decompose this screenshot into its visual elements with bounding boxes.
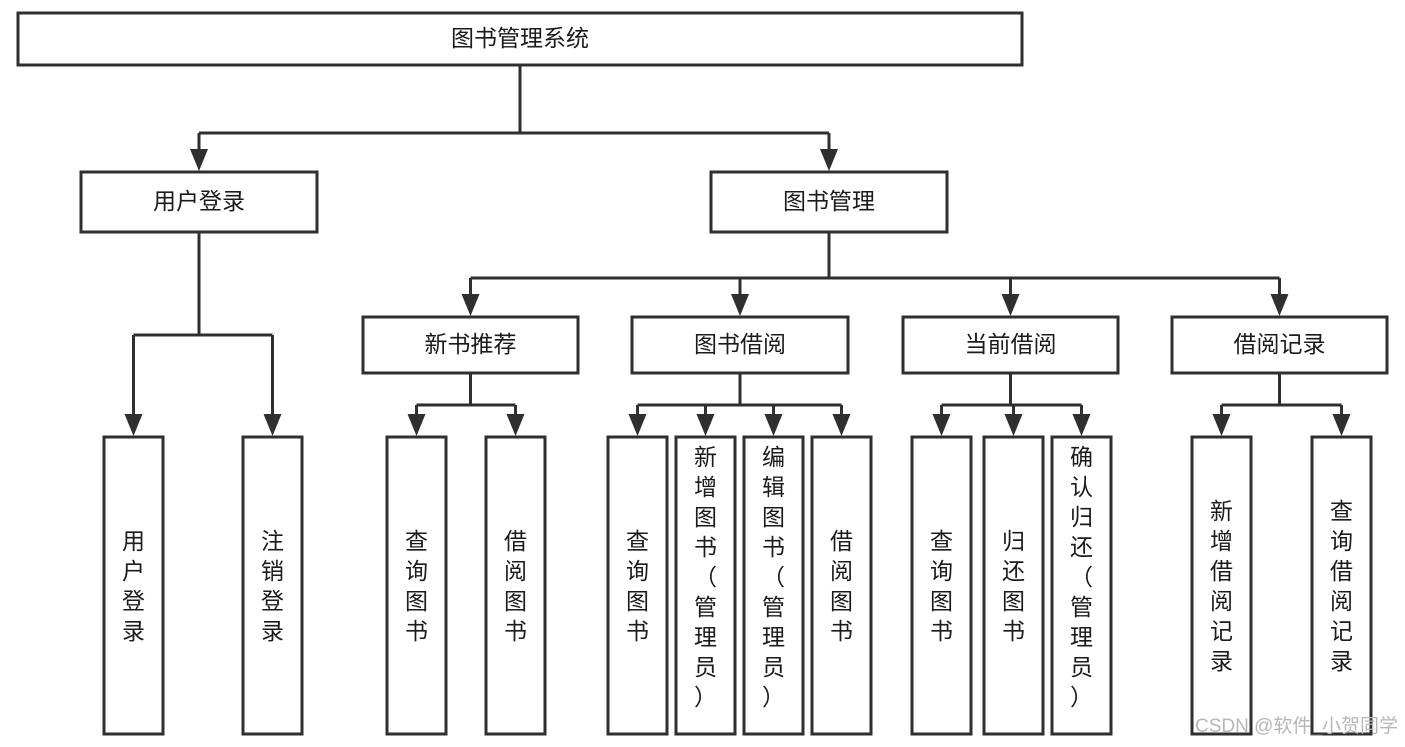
arrow-head-icon <box>764 414 783 436</box>
node-box-rect <box>674 435 737 736</box>
node-user-login[interactable]: 用户登录 <box>79 170 319 234</box>
arrow-head-icon <box>506 414 525 436</box>
node-box-rect <box>484 435 547 736</box>
node-box-rect <box>606 435 669 736</box>
node-label: 新书推荐 <box>425 331 517 357</box>
node-label: 注销登录 <box>261 528 284 644</box>
arrow-head-icon <box>820 149 838 171</box>
arrow-head-icon <box>1270 294 1289 316</box>
node-leaf-logout[interactable]: 注销登录 <box>241 435 304 736</box>
nodes-layer: 图书管理系统用户登录图书管理新书推荐图书借阅当前借阅借阅记录用户登录注销登录查询… <box>16 11 1389 736</box>
csdn-watermark: CSDN @软件_小贺同学 <box>1195 715 1398 737</box>
node-label: 确认归还（管理员） <box>1070 444 1093 710</box>
node-box-rect <box>1050 435 1113 736</box>
node-current-borrow[interactable]: 当前借阅 <box>901 315 1120 375</box>
node-label: 查询图书 <box>626 528 649 644</box>
node-leaf-edit-book[interactable]: 编辑图书（管理员） <box>742 435 805 736</box>
arrow-head-icon <box>1212 414 1231 436</box>
node-box-rect <box>709 170 949 234</box>
arrow-head-icon <box>832 414 851 436</box>
node-label: 借阅图书 <box>504 528 527 644</box>
node-label: 新增图书（管理员） <box>694 444 717 710</box>
node-label: 归还图书 <box>1002 528 1025 644</box>
node-box-rect <box>901 315 1120 375</box>
arrow-head-icon <box>932 414 951 436</box>
node-label: 新增借阅记录 <box>1210 498 1233 674</box>
node-box-rect <box>630 315 850 375</box>
node-leaf-add-book[interactable]: 新增图书（管理员） <box>674 435 737 736</box>
node-leaf-return-book[interactable]: 归还图书 <box>982 435 1045 736</box>
node-label: 借阅记录 <box>1234 331 1326 357</box>
arrow-head-icon <box>731 294 749 316</box>
node-book-borrow[interactable]: 图书借阅 <box>630 315 850 375</box>
node-borrow-record[interactable]: 借阅记录 <box>1170 315 1389 375</box>
node-label: 借阅图书 <box>830 528 853 644</box>
node-label: 图书管理 <box>783 188 875 214</box>
node-leaf-query-book[interactable]: 查询图书 <box>606 435 669 736</box>
node-box-rect <box>385 435 448 736</box>
arrow-head-icon <box>263 414 282 436</box>
node-new-book-recommend[interactable]: 新书推荐 <box>361 315 580 375</box>
node-label: 图书管理系统 <box>451 25 589 51</box>
arrow-head-icon <box>696 414 715 436</box>
arrow-head-icon <box>1332 414 1351 436</box>
node-label: 编辑图书（管理员） <box>762 444 785 710</box>
arrow-head-icon <box>190 149 208 171</box>
node-box-rect <box>102 435 165 736</box>
arrow-head-icon <box>1072 414 1091 436</box>
node-box-rect <box>1310 435 1373 736</box>
arrow-head-icon <box>124 414 143 436</box>
node-root[interactable]: 图书管理系统 <box>16 11 1024 67</box>
node-box-rect <box>16 11 1024 67</box>
node-box-rect <box>742 435 805 736</box>
node-box-rect <box>361 315 580 375</box>
node-box-rect <box>79 170 319 234</box>
node-label: 用户登录 <box>153 188 245 214</box>
arrow-head-icon <box>628 414 647 436</box>
node-label: 当前借阅 <box>965 331 1057 357</box>
connectors-layer <box>124 65 1351 436</box>
node-label: 图书借阅 <box>694 331 786 357</box>
node-box-rect <box>1190 435 1253 736</box>
node-leaf-query-record[interactable]: 查询借阅记录 <box>1310 435 1373 736</box>
arrow-head-icon <box>1001 294 1020 316</box>
node-box-rect <box>810 435 873 736</box>
node-leaf-user-login[interactable]: 用户登录 <box>102 435 165 736</box>
node-box-rect <box>982 435 1045 736</box>
node-leaf-add-record[interactable]: 新增借阅记录 <box>1190 435 1253 736</box>
arrow-head-icon <box>1004 414 1023 436</box>
node-label: 用户登录 <box>122 528 145 644</box>
node-box-rect <box>241 435 304 736</box>
node-label: 查询图书 <box>405 528 428 644</box>
node-leaf-borrow-book[interactable]: 借阅图书 <box>810 435 873 736</box>
node-leaf-query-book-current[interactable]: 查询图书 <box>910 435 973 736</box>
node-box-rect <box>1170 315 1389 375</box>
node-leaf-borrow-book-recommend[interactable]: 借阅图书 <box>484 435 547 736</box>
node-label: 查询借阅记录 <box>1330 498 1353 674</box>
node-book-manage[interactable]: 图书管理 <box>709 170 949 234</box>
arrow-head-icon <box>407 414 426 436</box>
node-box-rect <box>910 435 973 736</box>
node-leaf-confirm-return[interactable]: 确认归还（管理员） <box>1050 435 1113 736</box>
node-label: 查询图书 <box>930 528 953 644</box>
arrow-head-icon <box>461 294 480 316</box>
node-leaf-query-book-recommend[interactable]: 查询图书 <box>385 435 448 736</box>
